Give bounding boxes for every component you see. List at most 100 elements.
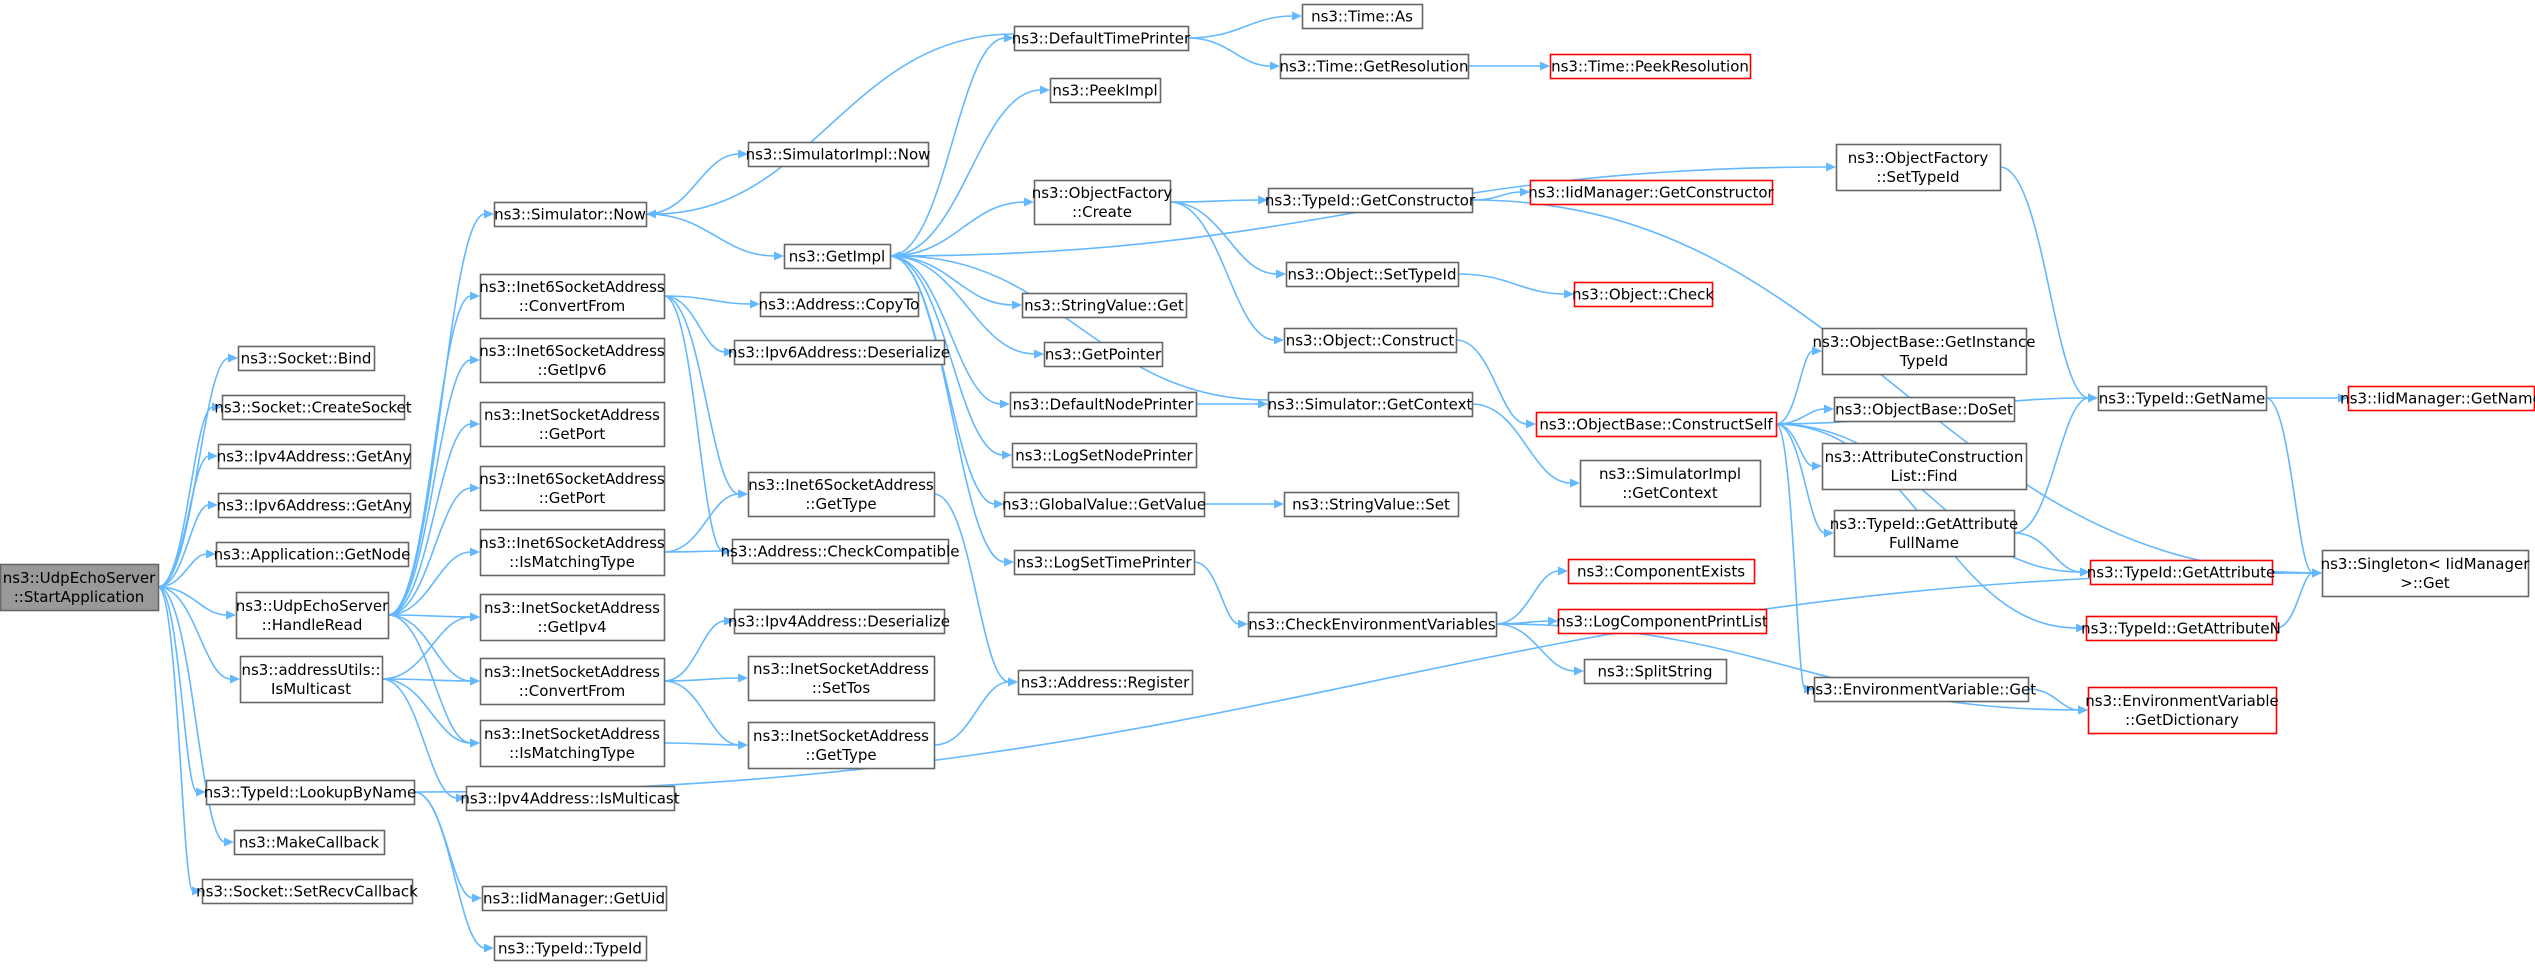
node-getimpl[interactable]: ns3::GetImpl — [783, 243, 892, 270]
node-box-lookupbyname[interactable] — [205, 779, 416, 806]
node-typeid_getctor[interactable]: ns3::TypeId::GetConstructor — [1265, 187, 1476, 214]
node-box-root[interactable] — [0, 563, 160, 612]
node-typeid_getattr[interactable]: ns3::TypeId::GetAttribute — [2087, 559, 2275, 586]
node-i6_gettype[interactable]: ns3::Inet6SocketAddress::GetType — [747, 471, 936, 518]
node-box-i4_ismatching[interactable] — [479, 719, 666, 768]
node-ismulticast_utils[interactable]: ns3::addressUtils::IsMulticast — [239, 655, 384, 704]
node-logsetnodeprinter[interactable]: ns3::LogSetNodePrinter — [1011, 442, 1198, 469]
node-ipv4_deser[interactable]: ns3::Ipv4Address::Deserialize — [728, 608, 950, 635]
node-ipv4_getany[interactable]: ns3::Ipv4Address::GetAny — [217, 443, 412, 470]
node-box-logcompprintlist[interactable] — [1557, 608, 1768, 635]
node-box-objfactory_create[interactable] — [1033, 179, 1172, 226]
node-box-iid_getctor[interactable] — [1529, 179, 1774, 206]
node-envvar_get[interactable]: ns3::EnvironmentVariable::Get — [1806, 676, 2036, 703]
node-box-ipv6_getany[interactable] — [217, 492, 412, 519]
node-box-typeid_getattrn[interactable] — [2085, 615, 2278, 642]
node-box-i6_gettype[interactable] — [747, 471, 936, 518]
node-iid_getname[interactable]: ns3::IidManager::GetName — [2340, 385, 2535, 412]
node-socket_bind[interactable]: ns3::Socket::Bind — [237, 345, 376, 372]
node-objfactory_create[interactable]: ns3::ObjectFactory::Create — [1032, 179, 1173, 226]
node-box-typeid_getattrfullname[interactable] — [1833, 509, 2016, 558]
node-box-socket_bind[interactable] — [237, 345, 376, 372]
node-box-typeid_getname[interactable] — [2097, 385, 2268, 412]
node-envvar_getdict[interactable]: ns3::EnvironmentVariable::GetDictionary — [2085, 686, 2279, 735]
node-typeid_getname[interactable]: ns3::TypeId::GetName — [2097, 385, 2268, 412]
node-box-handleread[interactable] — [235, 591, 390, 640]
node-i4_ismatching[interactable]: ns3::InetSocketAddress::IsMatchingType — [479, 719, 666, 768]
node-i4_convertfrom[interactable]: ns3::InetSocketAddress::ConvertFrom — [479, 657, 666, 706]
node-addr_register[interactable]: ns3::Address::Register — [1017, 669, 1194, 696]
node-objbase_constructself[interactable]: ns3::ObjectBase::ConstructSelf — [1535, 411, 1778, 438]
node-box-ismulticast_utils[interactable] — [239, 655, 384, 704]
node-time_as[interactable]: ns3::Time::As — [1301, 3, 1424, 30]
node-componentexists[interactable]: ns3::ComponentExists — [1567, 558, 1756, 585]
node-box-time_as[interactable] — [1301, 3, 1424, 30]
node-box-i6_getipv6[interactable] — [479, 337, 666, 384]
node-sim_now[interactable]: ns3::Simulator::Now — [493, 201, 648, 228]
node-box-envvar_getdict[interactable] — [2087, 686, 2278, 735]
node-deftimeprinter[interactable]: ns3::DefaultTimePrinter — [1012, 25, 1191, 52]
node-iid_getuid[interactable]: ns3::IidManager::GetUid — [481, 885, 668, 912]
node-socket_create[interactable]: ns3::Socket::CreateSocket — [214, 394, 412, 421]
node-box-peekimpl[interactable] — [1049, 77, 1162, 104]
node-box-objbase_getinstancetypeid[interactable] — [1821, 327, 2028, 376]
node-defnodeprinter[interactable]: ns3::DefaultNodePrinter — [1009, 391, 1198, 418]
node-box-addr_checkcompat[interactable] — [731, 538, 950, 565]
node-box-iid_getuid[interactable] — [481, 885, 668, 912]
node-stringvalue_set[interactable]: ns3::StringValue::Set — [1283, 491, 1460, 518]
node-makecallback[interactable]: ns3::MakeCallback — [233, 829, 386, 856]
node-typeid_getattrn[interactable]: ns3::TypeId::GetAttributeN — [2081, 615, 2281, 642]
node-i6_ismatching[interactable]: ns3::Inet6SocketAddress::IsMatchingType — [479, 528, 666, 577]
node-box-objbase_doset[interactable] — [1833, 396, 2016, 423]
node-sim_getcontext[interactable]: ns3::Simulator::GetContext — [1267, 391, 1474, 418]
node-app_getnode[interactable]: ns3::Application::GetNode — [214, 541, 411, 568]
node-ipv6_deser[interactable]: ns3::Ipv6Address::Deserialize — [728, 339, 950, 366]
node-box-defnodeprinter[interactable] — [1009, 391, 1198, 418]
node-box-makecallback[interactable] — [233, 829, 386, 856]
node-box-checkenvvars[interactable] — [1247, 611, 1498, 638]
node-root[interactable]: ns3::UdpEchoServer::StartApplication — [0, 563, 160, 612]
node-box-sim_getcontext[interactable] — [1267, 391, 1474, 418]
node-box-typeid_getattr[interactable] — [2089, 559, 2274, 586]
node-obj_construct[interactable]: ns3::Object::Construct — [1283, 327, 1458, 354]
node-box-ipv4_getany[interactable] — [217, 443, 412, 470]
node-box-singleton_get[interactable] — [2321, 549, 2530, 598]
node-box-objbase_constructself[interactable] — [1535, 411, 1778, 438]
node-i4_getipv4[interactable]: ns3::InetSocketAddress::GetIpv4 — [479, 593, 666, 642]
node-box-setrecvcallback[interactable] — [201, 878, 414, 905]
node-ipv6_getany[interactable]: ns3::Ipv6Address::GetAny — [217, 492, 412, 519]
node-box-ipv4_deser[interactable] — [733, 608, 946, 635]
node-objbase_doset[interactable]: ns3::ObjectBase::DoSet — [1833, 396, 2016, 423]
node-setrecvcallback[interactable]: ns3::Socket::SetRecvCallback — [196, 878, 418, 905]
node-time_getres[interactable]: ns3::Time::GetResolution — [1279, 53, 1470, 80]
node-box-logsetnodeprinter[interactable] — [1011, 442, 1198, 469]
node-objfactory_settypeid[interactable]: ns3::ObjectFactory::SetTypeId — [1835, 143, 2002, 192]
node-box-i6_getport[interactable] — [479, 465, 666, 512]
node-checkenvvars[interactable]: ns3::CheckEnvironmentVariables — [1247, 611, 1498, 638]
node-box-i4_convertfrom[interactable] — [479, 657, 666, 706]
node-box-simimpl_getcontext[interactable] — [1579, 459, 1762, 508]
node-box-i4_getport[interactable] — [479, 401, 666, 448]
node-iid_getctor[interactable]: ns3::IidManager::GetConstructor — [1528, 179, 1775, 206]
node-box-typeid_getctor[interactable] — [1267, 187, 1474, 214]
node-ipv4_ismulticast[interactable]: ns3::Ipv4Address::IsMulticast — [460, 785, 680, 812]
node-box-addr_register[interactable] — [1017, 669, 1194, 696]
node-box-iid_getname[interactable] — [2347, 385, 2535, 412]
node-stringvalue_get[interactable]: ns3::StringValue::Get — [1021, 292, 1188, 319]
node-box-ipv4_ismulticast[interactable] — [465, 785, 676, 812]
node-i4_getport[interactable]: ns3::InetSocketAddress::GetPort — [479, 401, 666, 448]
node-box-getpointer[interactable] — [1043, 341, 1164, 368]
node-box-simimpl_now[interactable] — [747, 141, 930, 168]
node-addr_checkcompat[interactable]: ns3::Address::CheckCompatible — [721, 538, 960, 565]
node-box-time_getres[interactable] — [1279, 53, 1470, 80]
node-box-stringvalue_set[interactable] — [1283, 491, 1460, 518]
node-box-obj_check[interactable] — [1573, 281, 1714, 308]
node-peekimpl[interactable]: ns3::PeekImpl — [1049, 77, 1162, 104]
node-box-sim_now[interactable] — [493, 201, 648, 228]
node-typeid_typeid[interactable]: ns3::TypeId::TypeId — [493, 935, 648, 962]
node-getpointer[interactable]: ns3::GetPointer — [1043, 341, 1164, 368]
node-box-getimpl[interactable] — [783, 243, 892, 270]
node-box-time_peekres[interactable] — [1549, 53, 1752, 80]
node-box-typeid_typeid[interactable] — [493, 935, 648, 962]
